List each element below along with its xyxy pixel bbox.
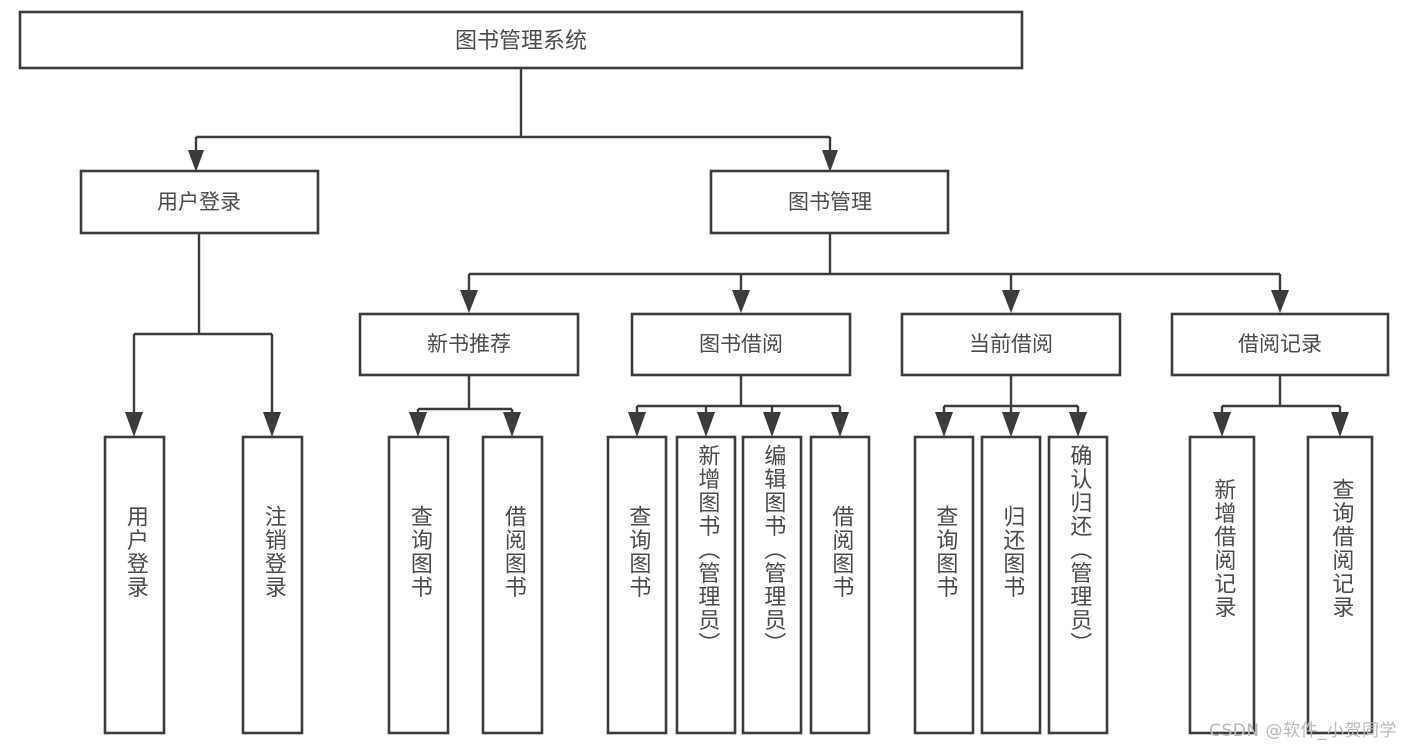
leaf-box[interactable] — [980, 435, 1042, 735]
leaf-box[interactable] — [741, 435, 803, 735]
arrow-head-icon — [628, 412, 646, 437]
leaf-box[interactable] — [1188, 435, 1256, 735]
leaf-box[interactable] — [606, 435, 668, 735]
leaf-box[interactable] — [809, 435, 871, 735]
connector-borrow-to-leaves — [628, 375, 849, 437]
node-root[interactable]: 图书管理系统 — [18, 10, 1024, 70]
connector-bookmgmt-to-level2 — [460, 233, 1289, 313]
arrow-head-icon — [263, 412, 281, 437]
arrow-head-icon — [697, 412, 715, 437]
leaf-box[interactable] — [387, 435, 450, 735]
arrow-head-icon — [1271, 290, 1289, 313]
arrow-head-icon — [1213, 412, 1231, 437]
arrow-head-icon — [1002, 290, 1020, 313]
node-root-label: 图书管理系统 — [455, 29, 587, 54]
node-book-management[interactable]: 图书管理 — [709, 169, 950, 235]
node-borrow-record[interactable]: 借阅记录 — [1170, 312, 1390, 377]
node-new-book-recommend-label: 新书推荐 — [427, 332, 511, 356]
arrow-head-icon — [831, 412, 849, 437]
leaf-box[interactable] — [481, 435, 544, 735]
connector-userlogin-to-leaves — [125, 233, 281, 437]
node-book-borrow-label: 图书借阅 — [699, 332, 783, 356]
node-book-borrow[interactable]: 图书借阅 — [630, 312, 852, 377]
leaf-box[interactable] — [913, 435, 975, 735]
node-current-borrow[interactable]: 当前借阅 — [900, 312, 1122, 377]
connector-record-to-leaves — [1213, 375, 1349, 437]
arrow-head-icon — [1331, 412, 1349, 437]
node-new-book-recommend[interactable]: 新书推荐 — [358, 312, 580, 377]
connector-newbook-to-leaves — [409, 375, 521, 437]
arrow-head-icon — [1002, 412, 1020, 437]
arrow-head-icon — [125, 412, 143, 437]
arrow-head-icon — [460, 290, 478, 313]
arrow-head-icon — [822, 150, 838, 172]
connector-root-to-level1 — [188, 68, 838, 172]
node-book-management-label: 图书管理 — [788, 190, 872, 214]
leaf-box[interactable] — [675, 435, 737, 735]
node-current-borrow-label: 当前借阅 — [969, 332, 1053, 356]
arrow-head-icon — [935, 412, 953, 437]
node-user-login-label: 用户登录 — [157, 190, 241, 214]
connector-current-to-leaves — [935, 375, 1087, 437]
node-borrow-record-label: 借阅记录 — [1238, 332, 1322, 356]
arrow-head-icon — [188, 150, 204, 172]
arrow-head-icon — [503, 412, 521, 437]
leaf-box[interactable] — [241, 435, 304, 735]
node-user-login[interactable]: 用户登录 — [79, 169, 320, 235]
arrow-head-icon — [763, 412, 781, 437]
arrow-head-icon — [409, 412, 427, 437]
arrow-head-icon — [732, 290, 750, 313]
leaf-box[interactable] — [1306, 435, 1374, 735]
leaf-box[interactable] — [103, 435, 166, 735]
arrow-head-icon — [1069, 412, 1087, 437]
leaf-box[interactable] — [1047, 435, 1109, 735]
watermark: CSDN @软件_小贺同学 — [1209, 721, 1397, 741]
